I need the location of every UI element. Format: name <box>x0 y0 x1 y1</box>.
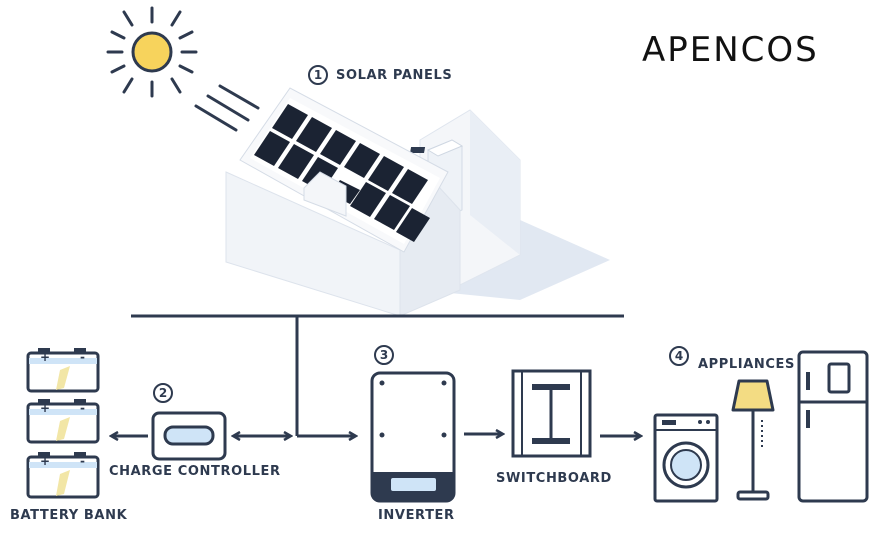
company-logo: APENCOS <box>642 30 819 70</box>
charge-controller-label: CHARGE CONTROLLER <box>109 464 281 479</box>
sunlight-rays <box>194 84 260 132</box>
battery-minus-sign: - <box>80 401 86 415</box>
battery-bank-label: BATTERY BANK <box>10 508 128 523</box>
floor-lamp-icon <box>731 379 775 501</box>
step-4-number: 4 <box>669 346 689 366</box>
power-bus <box>131 314 624 436</box>
flow-arrows <box>112 434 640 436</box>
switchboard-device <box>511 369 592 458</box>
battery-plus-sign: + <box>40 401 51 415</box>
switchboard-label: SWITCHBOARD <box>496 471 612 486</box>
solar-panels-label: SOLAR PANELS <box>336 68 453 83</box>
step-3-number: 3 <box>374 345 394 365</box>
refrigerator-icon <box>797 350 869 503</box>
step-1-number: 1 <box>308 65 328 85</box>
sun-icon <box>106 6 198 98</box>
battery-icon <box>26 348 100 393</box>
battery-bank <box>26 348 100 499</box>
battery-icon <box>26 452 100 499</box>
inverter-device <box>370 371 456 503</box>
battery-minus-sign: - <box>80 350 86 364</box>
battery-icon <box>26 399 100 444</box>
battery-minus-sign: - <box>80 454 86 468</box>
inverter-label: INVERTER <box>378 508 455 523</box>
appliances-label: APPLIANCES <box>698 357 795 372</box>
washing-machine-icon <box>653 413 719 503</box>
battery-plus-sign: + <box>40 350 51 364</box>
charge-controller-device <box>151 411 227 461</box>
house-illustration <box>225 87 610 317</box>
battery-plus-sign: + <box>40 454 51 468</box>
step-2-number: 2 <box>153 383 173 403</box>
solar-panel-array <box>250 98 440 244</box>
